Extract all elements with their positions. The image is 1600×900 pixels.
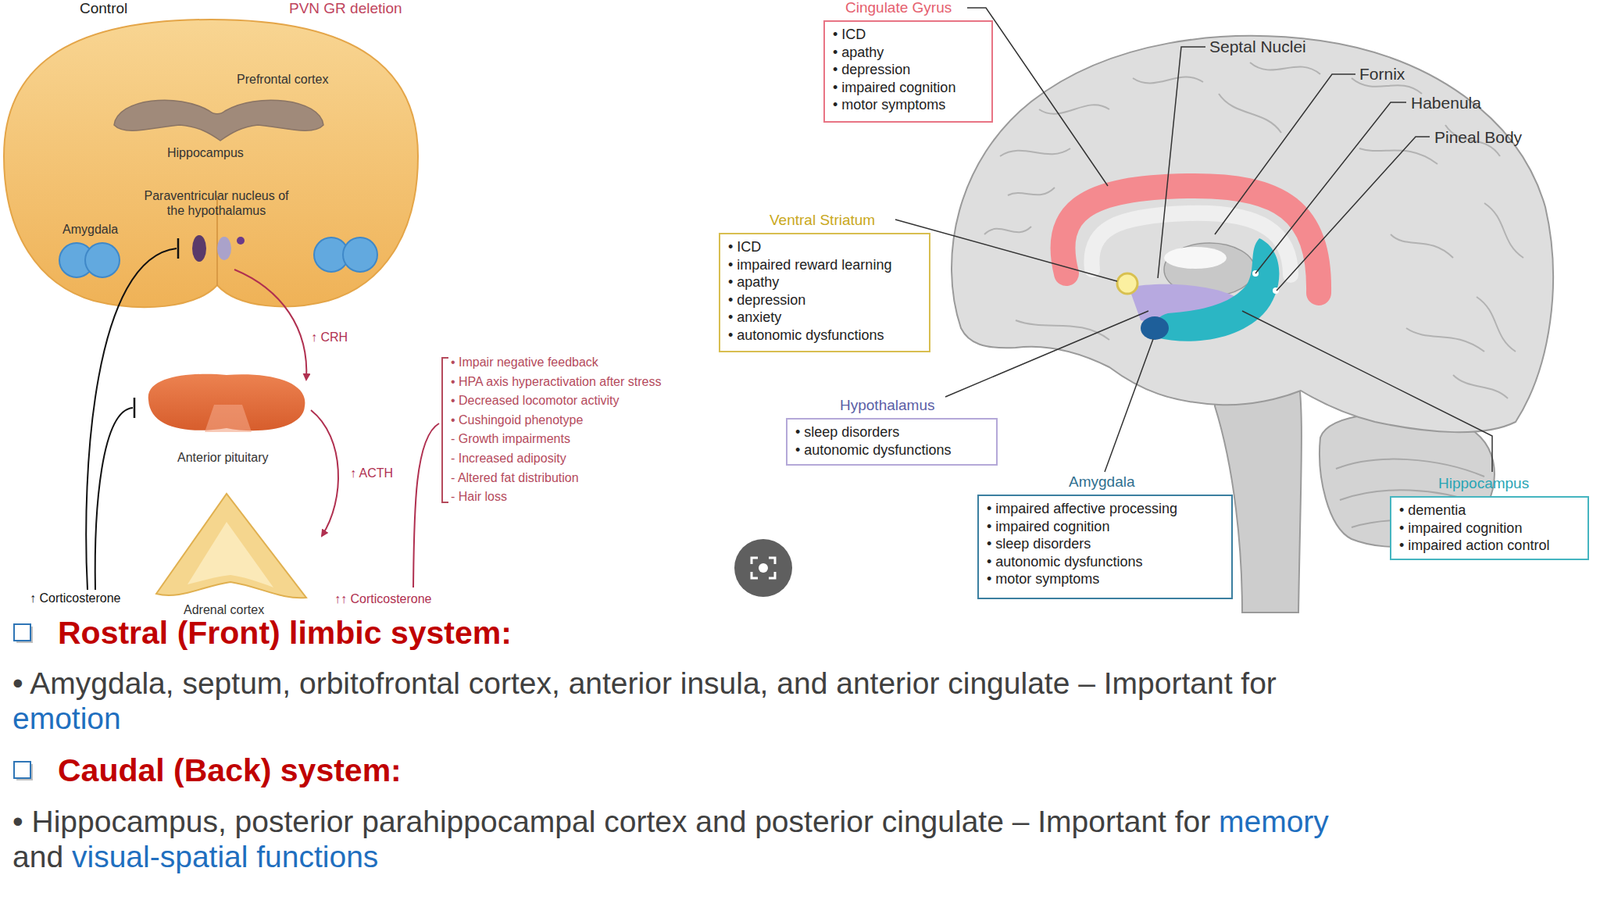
adrenal-medulla: [187, 521, 274, 588]
text-label: Anterior pituitary: [177, 450, 269, 465]
text-label: Hippocampus: [167, 145, 244, 161]
text-label: • Decreased locomotor activity: [450, 392, 619, 408]
symptom-item: • impaired cognition: [986, 517, 1224, 536]
symptom-box: Amygdala• impaired affective processing•…: [977, 494, 1233, 600]
symptom-item: • sleep disorders: [795, 423, 989, 442]
mouse-hippocampus: [114, 100, 324, 141]
corticosterone-line: [413, 423, 440, 588]
text-label: • HPA axis hyperactivation after stress: [450, 374, 661, 390]
text-label: Caudal (Back) system:: [57, 751, 402, 790]
symptom-item: • impaired affective processing: [986, 500, 1224, 518]
symptom-item: • motor symptoms: [986, 570, 1224, 589]
text-label: Fornix: [1359, 64, 1405, 84]
crh-arrow: [234, 269, 307, 380]
symptom-item: • depression: [728, 291, 922, 310]
list-bracket: [442, 357, 449, 503]
text-label: Paraventricular nucleus of the hypothala…: [138, 188, 295, 218]
symptom-item: • ICD: [728, 238, 922, 257]
box-heading: Cingulate Gyrus: [845, 0, 952, 17]
symptom-box: Cingulate Gyrus• ICD• apathy• depression…: [823, 20, 993, 123]
text-label: • Impair negative feedback: [450, 354, 599, 370]
mouse-brain-section: [3, 19, 418, 308]
pvn-dot: [236, 236, 245, 245]
text-label: Amygdala: [62, 221, 118, 237]
symptom-item: • depression: [832, 60, 984, 79]
text-label: ↑↑ Corticosterone: [334, 591, 433, 607]
symptom-box: Ventral Striatum• ICD• impaired reward l…: [718, 232, 931, 353]
text-label: PVN GR deletion: [289, 0, 403, 18]
bullet-square: [14, 761, 31, 779]
symptom-item: • impaired action control: [1399, 536, 1580, 555]
symptom-item: • autonomic dysfunctions: [986, 553, 1224, 572]
box-heading: Hippocampus: [1438, 475, 1529, 493]
adrenal-cortex: [156, 493, 307, 598]
mouse-amygdala: [85, 242, 120, 278]
pvn-deleted: [217, 236, 232, 261]
lens-icon-frame: [751, 557, 775, 579]
symptom-item: • ICD: [832, 25, 984, 44]
box-heading: Amygdala: [1068, 473, 1136, 491]
text-label: memory: [1218, 803, 1329, 841]
hippocampus-region: [1152, 238, 1279, 342]
text-label: • Amygdala, septum, orbitofrontal cortex…: [12, 665, 1277, 703]
amygdala-region: [1140, 316, 1169, 340]
mouse-amygdala: [342, 237, 378, 272]
text-label: Pineal Body: [1434, 127, 1522, 147]
text-label: and: [12, 839, 64, 876]
text-label: • Cushingoid phenotype: [450, 412, 583, 428]
ventral-striatum-region: [1117, 273, 1138, 294]
bullet-square: [14, 624, 31, 641]
lens-icon: [734, 539, 793, 597]
symptom-item: • autonomic dysfunctions: [795, 441, 989, 460]
cerebrum: [951, 35, 1554, 433]
text-label: - Growth impairments: [450, 431, 571, 447]
text-label: - Altered fat distribution: [450, 470, 579, 486]
posterior-pituitary: [204, 404, 252, 433]
text-label: visual-spatial functions: [71, 839, 379, 876]
symptom-item: • sleep disorders: [986, 535, 1224, 554]
symptom-item: • autonomic dysfunctions: [728, 326, 922, 345]
text-label: Septal Nuclei: [1209, 36, 1307, 57]
symptom-item: • motor symptoms: [832, 96, 984, 115]
symptom-box: Hypothalamus• sleep disorders• autonomic…: [785, 417, 998, 466]
feedback-line: [95, 407, 133, 590]
symptom-item: • impaired reward learning: [728, 256, 922, 275]
symptom-item: • impaired cognition: [832, 78, 984, 97]
pvn-control: [192, 235, 207, 262]
box-heading: Ventral Striatum: [769, 211, 875, 229]
text-label: • Hippocampus, posterior parahippocampal…: [12, 803, 1211, 841]
symptom-item: • apathy: [832, 43, 984, 62]
text-label: Prefrontal cortex: [236, 71, 329, 87]
text-label: ↑ ACTH: [350, 465, 393, 481]
text-label: - Hair loss: [450, 489, 508, 504]
box-heading: Hypothalamus: [839, 396, 935, 415]
text-label: ↑ Corticosterone: [29, 590, 122, 606]
text-label: emotion: [12, 700, 122, 738]
symptom-item: • dementia: [1399, 501, 1580, 520]
sulci: [984, 62, 1524, 399]
inhibition-bar: [133, 397, 136, 418]
symptom-box: Hippocampus• dementia• impaired cognitio…: [1389, 496, 1590, 561]
symptom-item: • apathy: [728, 273, 922, 292]
symptom-item: • anxiety: [728, 308, 922, 327]
acth-arrow: [310, 410, 339, 536]
text-label: ↑ CRH: [310, 329, 348, 345]
symptom-item: • impaired cognition: [1399, 519, 1580, 538]
ventricle: [1164, 246, 1227, 269]
feedback-line: [85, 248, 177, 590]
text-label: Control: [79, 0, 128, 18]
lens-icon-dot: [758, 563, 768, 573]
text-label: Rostral (Front) limbic system:: [57, 614, 512, 653]
text-label: Habenula: [1410, 92, 1482, 113]
inhibition-bar: [177, 238, 180, 259]
text-label: - Increased adiposity: [450, 450, 567, 466]
